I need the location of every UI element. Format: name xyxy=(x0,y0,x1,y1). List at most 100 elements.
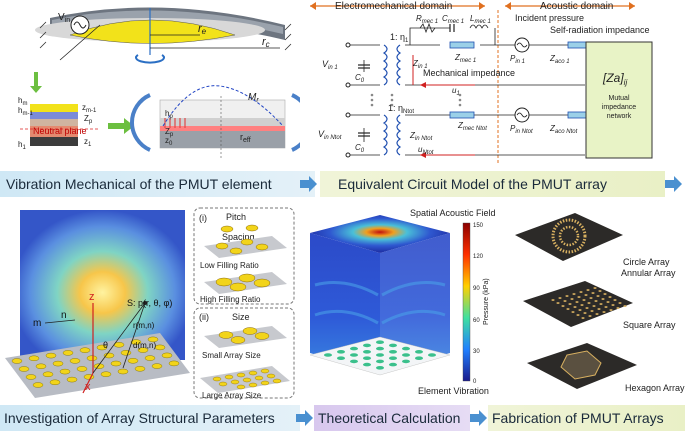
pin1-sine xyxy=(516,42,528,48)
square-element xyxy=(576,314,580,316)
square-element xyxy=(573,306,577,308)
deflection-curve xyxy=(162,85,284,127)
square-element xyxy=(591,292,595,294)
array-element xyxy=(110,360,122,367)
array-element xyxy=(62,350,74,356)
terminal-2a xyxy=(345,112,351,118)
banner-arrow-1 xyxy=(300,176,317,192)
z-label: z xyxy=(89,291,95,303)
square-element xyxy=(586,289,590,291)
vibration-element xyxy=(389,343,397,348)
c0-label-n: C0 xyxy=(355,143,365,154)
rmec-label: Rmec 1 xyxy=(416,14,438,25)
moment-arrow-left xyxy=(129,93,151,152)
circle-array-label: Circle Array xyxy=(623,257,670,267)
vin-label: Vin xyxy=(58,12,70,24)
zin-n-label: Zin Ntot xyxy=(409,131,433,142)
square-array-chip xyxy=(523,281,633,327)
array-element xyxy=(79,347,91,353)
terminal-2b xyxy=(345,152,351,158)
low-fill-elements xyxy=(215,224,269,255)
n-axis-arrow xyxy=(44,319,76,324)
acoustic-field-cube: Spatial Acoustic Field 150 120 90 60 30 … xyxy=(309,208,496,396)
square-element xyxy=(558,297,562,299)
transformer-primary-1 xyxy=(382,44,388,86)
mutual-impedance-box xyxy=(585,41,653,159)
u1-label: u1 xyxy=(452,86,460,97)
terminal-1a xyxy=(345,42,351,48)
square-element xyxy=(608,296,612,298)
hexagon-array-label: Hexagon Array xyxy=(625,383,685,393)
vibration-element xyxy=(350,359,358,364)
array-element xyxy=(151,363,163,369)
square-element xyxy=(606,301,610,303)
square-element xyxy=(623,305,627,307)
h-m1-label: hm-1 xyxy=(18,106,33,117)
square-element xyxy=(565,295,569,297)
large-array-elements xyxy=(212,368,282,390)
square-element xyxy=(598,290,602,292)
small-array-label: Small Array Size xyxy=(202,351,261,360)
transformer-secondary-n xyxy=(396,114,402,156)
z-m1-label: zm-1 xyxy=(82,103,97,114)
zmec1-label: Zmec 1 xyxy=(454,53,476,64)
electrode-wire xyxy=(59,24,101,61)
vibration-element xyxy=(376,353,384,357)
size-label: Size xyxy=(232,312,250,322)
un-label: uNtot xyxy=(418,145,434,156)
ratio-n: 1: ηNtot xyxy=(388,103,414,115)
n-label: n xyxy=(61,310,67,321)
array-element xyxy=(32,382,44,388)
spacing-label: Spacing xyxy=(222,232,255,242)
square-element xyxy=(585,307,589,309)
array-element xyxy=(18,366,30,372)
neutral-plane-label: Neutral plane xyxy=(33,126,87,136)
zin1-label: Zin 1 xyxy=(412,59,428,70)
array-element xyxy=(66,376,78,383)
banner-arrow-3 xyxy=(296,410,313,426)
array-element xyxy=(42,371,54,378)
cmec-label: Cmec 1 xyxy=(442,14,464,25)
r-vector xyxy=(92,302,146,374)
zaco-n-box xyxy=(567,111,589,119)
banner-equivalent-text: Equivalent Circuit Model of the PMUT arr… xyxy=(338,176,607,192)
array-element xyxy=(59,368,71,375)
square-element xyxy=(578,309,582,311)
array-element xyxy=(103,352,115,359)
square-element xyxy=(581,317,585,319)
point-s xyxy=(143,301,147,305)
zaco1-label: Zaco 1 xyxy=(549,54,570,65)
square-element xyxy=(594,300,598,302)
array-element xyxy=(120,350,132,356)
incident-pressure-label: Incident pressure xyxy=(515,13,584,23)
x-label: x xyxy=(85,381,91,393)
array-element xyxy=(100,371,112,377)
sine-icon xyxy=(73,21,87,29)
array-element xyxy=(154,344,166,351)
acoustic-domain-label: Acoustic domain xyxy=(540,1,613,12)
square-element xyxy=(588,315,592,317)
zp-label: Zp xyxy=(165,127,174,138)
array-element xyxy=(130,339,142,345)
array-element xyxy=(11,358,23,364)
square-array-label: Square Array xyxy=(623,320,676,330)
hp-label: hp xyxy=(165,109,173,120)
z0-label: z0 xyxy=(165,136,173,147)
rotation-arrow xyxy=(135,54,165,64)
small-array-elements xyxy=(218,327,270,344)
square-element xyxy=(556,302,560,304)
array-simulation: z x S: p(r, θ, φ) r(m,n) d(m,n) θ m n xyxy=(5,210,190,398)
zmec-n-label: Zmec Ntot xyxy=(457,121,487,132)
zaco-n-label: Zaco Ntot xyxy=(549,124,578,135)
square-element xyxy=(603,293,607,295)
square-element xyxy=(570,298,574,300)
cube-left xyxy=(310,233,380,373)
vin-n-label: Vin Ntot xyxy=(318,129,342,141)
transformer-primary-n xyxy=(382,114,388,156)
vibration-element xyxy=(389,350,397,354)
mechanical-impedance-label: Mechanical impedance xyxy=(423,68,515,78)
colorbar xyxy=(462,222,471,382)
lower-branch-wires xyxy=(348,114,585,156)
zmec1-box xyxy=(449,41,475,49)
layer-stack xyxy=(30,104,78,146)
